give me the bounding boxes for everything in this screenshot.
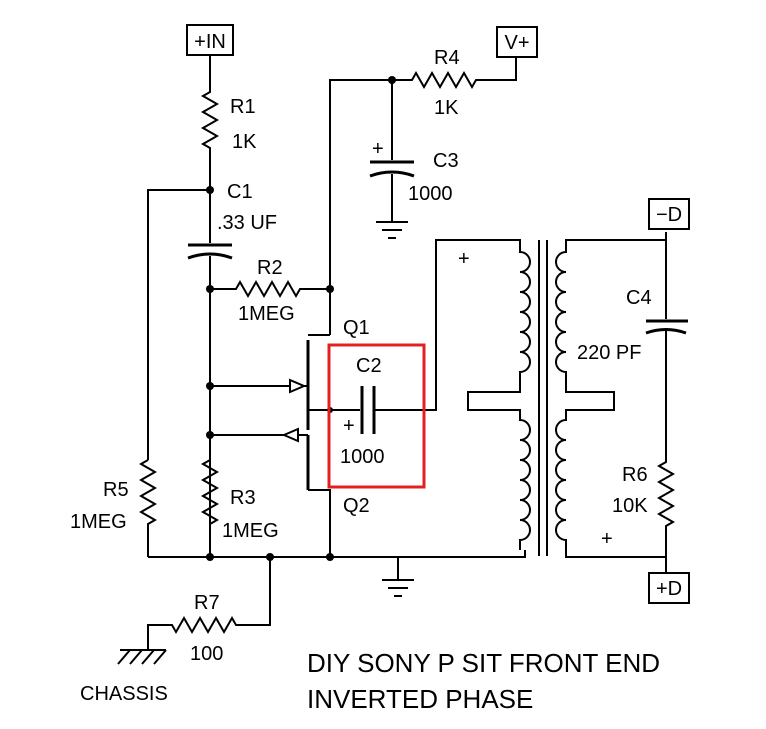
r7-value: 100 — [190, 643, 223, 665]
q2-drain-lead — [308, 489, 331, 557]
secondary-polarity: + — [601, 528, 613, 550]
primary-polarity: + — [458, 248, 470, 270]
r5-resistor — [138, 459, 158, 557]
chassis-label: CHASSIS — [80, 683, 168, 705]
c2-polarity: + — [343, 415, 355, 437]
c4-ref: C4 — [626, 287, 652, 309]
r1-value: 1K — [232, 131, 257, 153]
c3-plate-bottom — [369, 170, 415, 178]
r2-ref: R2 — [257, 257, 283, 279]
wire-bottom-rail — [148, 550, 526, 558]
transformer-secondary — [555, 232, 667, 558]
c1-value: .33 UF — [217, 212, 277, 234]
r5-ref: R5 — [103, 479, 129, 501]
r5-value: 1MEG — [70, 511, 127, 533]
terminal-d-plus-box — [648, 572, 690, 604]
r4-resistor — [392, 58, 517, 90]
c4-plate-bottom — [645, 328, 687, 335]
c1-plate-bottom — [187, 252, 233, 260]
q2-gate-arrow — [281, 427, 299, 443]
r7-resistor — [147, 557, 271, 650]
c1-ref: C1 — [227, 181, 253, 203]
q2-ref: Q2 — [343, 495, 370, 517]
r3-value: 1MEG — [222, 520, 279, 542]
r1-ref: R1 — [230, 96, 256, 118]
terminal-v-plus-box — [496, 26, 538, 58]
wire-r5-top — [147, 189, 210, 460]
r6-resistor — [656, 331, 676, 572]
q1-gate-arrow — [289, 378, 307, 394]
c2-highlight-box — [327, 343, 426, 489]
r6-value: 10K — [612, 495, 648, 517]
c3-value: 1000 — [408, 183, 453, 205]
c2-ref: C2 — [356, 355, 382, 377]
wire-q1-drain — [329, 79, 392, 335]
junction-dot — [206, 553, 214, 561]
c3-ref: C3 — [433, 150, 459, 172]
terminal-v-plus-label: V+ — [504, 32, 529, 54]
r4-ref: R4 — [434, 47, 460, 69]
terminal-d-minus-box — [648, 198, 690, 230]
r6-ref: R6 — [622, 464, 648, 486]
q1-ref: Q1 — [343, 317, 370, 339]
terminal-in-plus-label: +IN — [194, 31, 226, 53]
c3-polarity: + — [372, 138, 384, 160]
transformer-primary — [467, 239, 531, 550]
terminal-d-minus-label: −D — [656, 204, 682, 226]
junction-dot — [326, 553, 334, 561]
title-line-2: INVERTED PHASE — [307, 684, 533, 714]
r3-ref: R3 — [230, 487, 256, 509]
r2-value: 1MEG — [238, 303, 295, 325]
r4-value: 1K — [434, 97, 459, 119]
c4-value: 220 PF — [577, 342, 641, 364]
chassis-ground-symbol — [117, 649, 167, 665]
c2-value: 1000 — [340, 446, 385, 468]
r7-ref: R7 — [194, 592, 220, 614]
terminal-d-plus-label: +D — [656, 578, 682, 600]
wire-c2-right — [374, 239, 476, 411]
r2-resistor — [210, 279, 330, 299]
r1-resistor — [200, 55, 220, 190]
title-line-1: DIY SONY P SIT FRONT END — [307, 648, 660, 678]
r3-resistor — [200, 459, 220, 525]
